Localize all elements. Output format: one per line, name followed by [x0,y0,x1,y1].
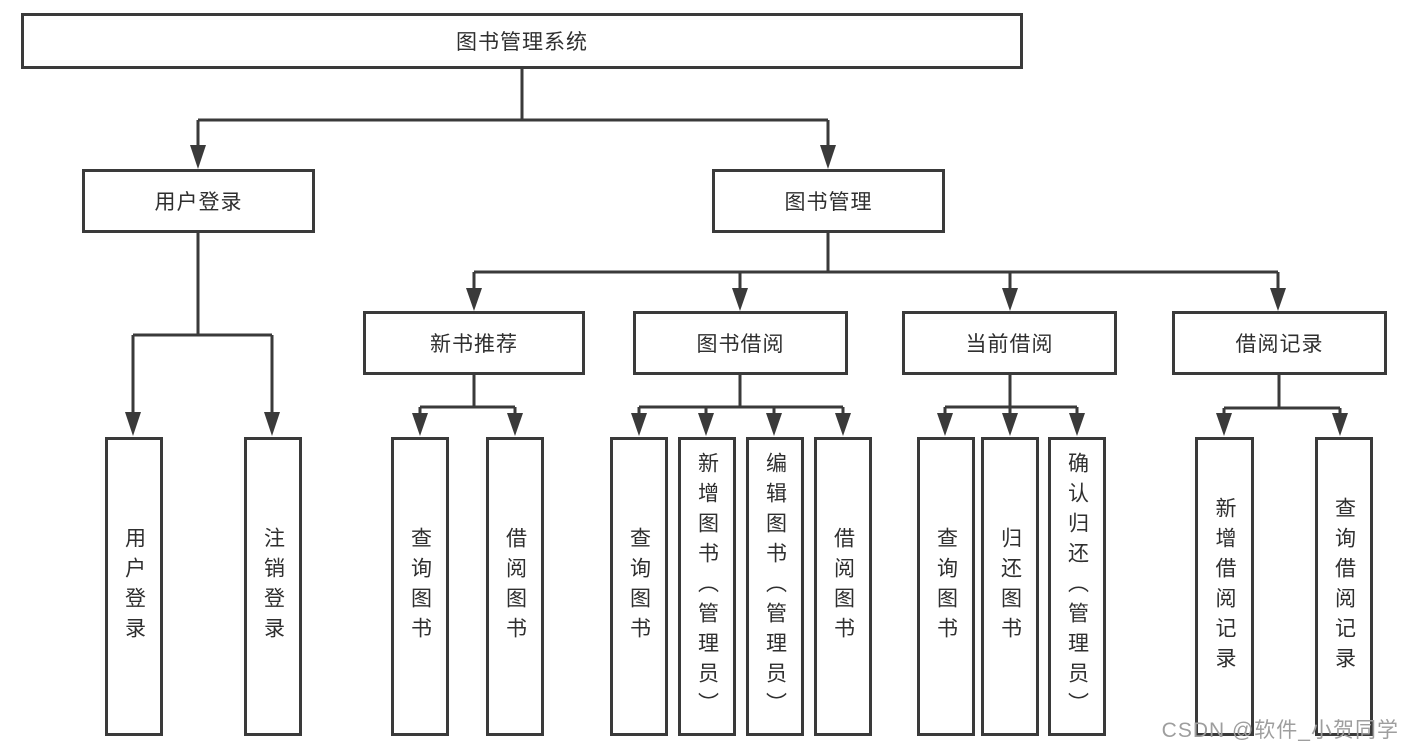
leaf-label: 查询图书 [408,526,432,647]
leaf-label: 查询借阅记录 [1332,496,1356,677]
leaf-query-books-recommend: 查询图书 [391,437,449,736]
node-current-borrow: 当前借阅 [902,311,1117,375]
leaf-label: 借阅图书 [503,526,527,647]
leaf-confirm-return-admin: 确认归还（管理员） [1048,437,1106,736]
node-book-management: 图书管理 [712,169,945,233]
node-new-book-recommend-label: 新书推荐 [430,333,518,356]
leaf-label: 查询图书 [934,526,958,647]
leaf-edit-books-admin: 编辑图书（管理员） [746,437,804,736]
node-book-management-label: 图书管理 [784,191,873,214]
leaf-label: 归还图书 [998,526,1022,647]
node-user-login: 用户登录 [82,169,315,233]
leaf-label: 借阅图书 [831,526,855,647]
node-book-borrow: 图书借阅 [633,311,848,375]
node-borrow-records-label: 借阅记录 [1235,333,1324,356]
leaf-borrow-books-recommend: 借阅图书 [486,437,544,736]
node-root-label: 图书管理系统 [456,31,588,54]
node-new-book-recommend: 新书推荐 [363,311,585,375]
leaf-label: 查询图书 [627,526,651,647]
leaf-query-books-borrow: 查询图书 [610,437,668,736]
csdn-watermark: CSDN @软件_小贺同学 [1161,719,1399,742]
node-borrow-records: 借阅记录 [1172,311,1387,375]
leaf-logout: 注销登录 [244,437,302,736]
leaf-label: 新增借阅记录 [1213,496,1236,677]
leaf-user-login: 用户登录 [105,437,163,736]
leaf-add-books-admin: 新增图书（管理员） [678,437,736,736]
node-user-login-label: 用户登录 [154,191,243,214]
leaf-label: 用户登录 [122,526,146,647]
leaf-label: 注销登录 [261,526,285,647]
leaf-label: 编辑图书（管理员） [763,451,787,722]
leaf-return-books: 归还图书 [981,437,1039,736]
arrowheads [125,145,1348,436]
leaf-add-borrow-record: 新增借阅记录 [1195,437,1254,736]
leaf-query-books-current: 查询图书 [917,437,975,736]
leaf-label: 新增图书（管理员） [695,451,719,722]
node-current-borrow-label: 当前借阅 [965,333,1054,356]
node-root: 图书管理系统 [21,13,1023,69]
leaf-label: 确认归还（管理员） [1065,451,1089,722]
leaf-query-borrow-record: 查询借阅记录 [1315,437,1373,736]
leaf-borrow-books: 借阅图书 [814,437,872,736]
node-book-borrow-label: 图书借阅 [696,333,785,356]
